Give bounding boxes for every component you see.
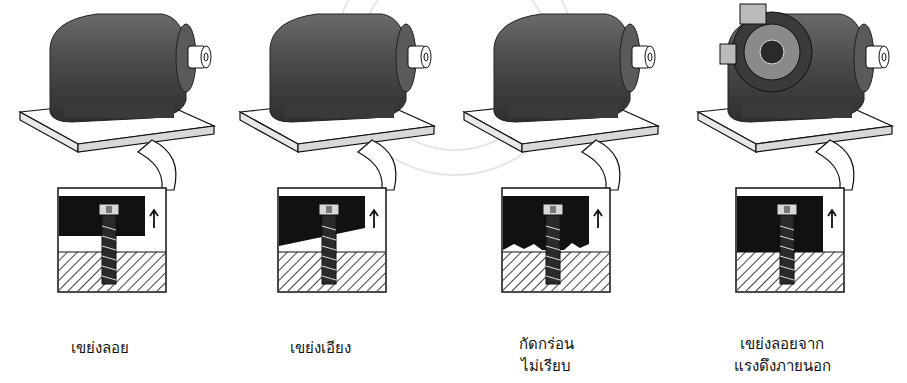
soft-foot-panel <box>464 14 658 292</box>
caption-label: เขย่งเอียง <box>288 338 352 360</box>
soft-foot-panel <box>20 14 214 292</box>
caption-label: เขย่งลอย <box>70 338 131 360</box>
soft-foot-panel <box>698 4 892 292</box>
soft-foot-panel <box>240 14 434 292</box>
caption-label: กัดกร่อน ไม่เรียบ <box>517 334 575 378</box>
caption-label: เขย่งลอยจาก แรงดึงภายนอก <box>732 334 832 378</box>
